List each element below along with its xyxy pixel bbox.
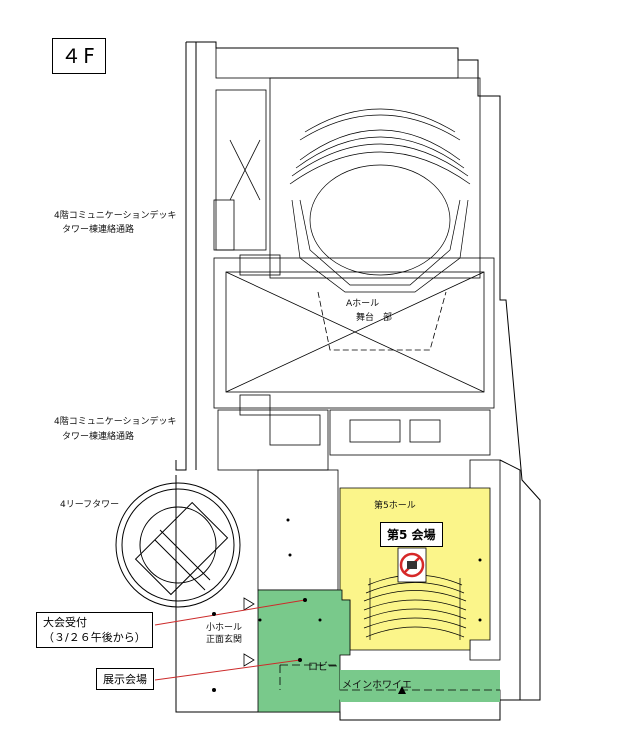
foyer-dashes <box>279 664 500 691</box>
stage-dashes <box>317 291 447 351</box>
small-hall-label: 小ホール <box>206 623 243 633</box>
foyer-up-arrow-icon <box>398 686 406 694</box>
reception-callout: 大会受付 （３/２６午後から） <box>36 612 153 648</box>
room-5-label: 第5 会場 <box>380 522 443 547</box>
exhibit-callout: 展示会場 <box>96 668 154 690</box>
tower-passage-label-upper: タワー棟連絡通路 <box>62 225 135 235</box>
structure-lines <box>213 47 501 661</box>
fifth-hall-top-label: 第5ホール <box>374 501 416 511</box>
fifth-hall-seating <box>363 574 467 640</box>
reception-title: 大会受付 <box>43 616 87 629</box>
floor-label: ４F <box>52 38 106 74</box>
column-dots <box>212 518 482 692</box>
no-food-sign-icon <box>397 547 427 583</box>
main-foyer-area <box>340 670 500 702</box>
leaf-tower-label: 4リーフタワー <box>60 500 120 510</box>
stage-label: 舞台 部 <box>356 313 393 323</box>
deck-label-lower: 4階コミュニケーションデッキ <box>54 417 177 427</box>
tower-passage-label-lower: タワー棟連絡通路 <box>62 432 135 442</box>
lobby-label: ロビー <box>308 662 338 673</box>
entrance-arrows <box>243 597 255 667</box>
callout-lines <box>154 599 306 681</box>
a-hall-seating <box>289 108 471 293</box>
leaf-tower <box>115 482 241 608</box>
main-entrance-label: 正面玄関 <box>206 635 243 645</box>
reception-time: （３/２６午後から） <box>43 631 146 644</box>
main-foyer-label: メインホワイエ <box>342 680 412 691</box>
a-hall-label: Aホール <box>346 299 380 309</box>
deck-label-upper: 4階コミュニケーションデッキ <box>54 211 177 221</box>
